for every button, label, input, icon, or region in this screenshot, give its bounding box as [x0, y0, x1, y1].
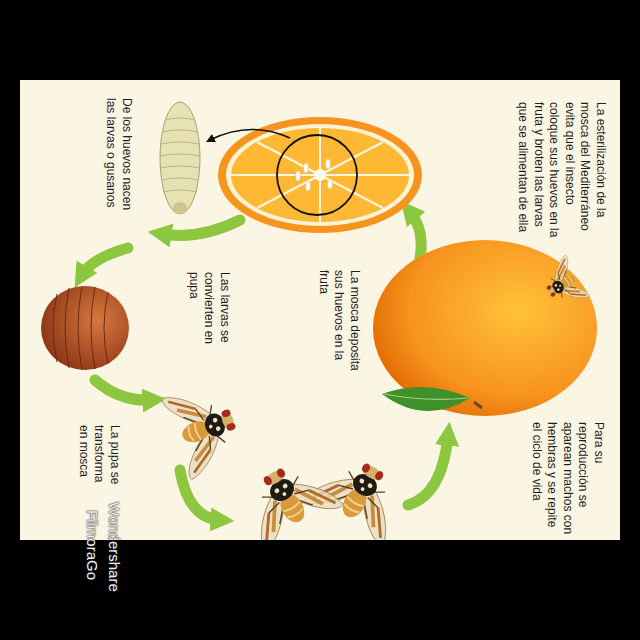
adult-fly — [161, 378, 247, 480]
stage-caption: La mosca deposita sus huevos en la fruta — [315, 270, 362, 382]
cycle-arrow — [180, 470, 220, 520]
watermark-text: FilmoraGo — [83, 510, 103, 580]
whole-orange — [373, 240, 597, 416]
mating-fly — [233, 450, 344, 540]
cycle-arrow — [410, 212, 421, 258]
eggs — [296, 159, 333, 191]
cycle-arrow — [162, 220, 240, 235]
stage-caption: La pupa se transforma en mosca — [75, 425, 122, 495]
cycle-arrow — [82, 248, 128, 275]
larva — [160, 102, 200, 214]
cut-orange — [210, 117, 422, 233]
cycle-arrow — [408, 436, 448, 505]
cycle-arrow — [95, 380, 152, 400]
stage-caption: Las larvas se convierten en pupa — [185, 272, 232, 370]
intro-note: La esterilización de la mosca del Medite… — [514, 102, 608, 238]
stage-caption: Para su reproducción se aparean machos c… — [528, 422, 606, 536]
leader-line — [210, 129, 290, 140]
fly-on-orange — [537, 255, 590, 313]
card-panel: La esterilización de la mosca del Medite… — [20, 80, 620, 540]
stage-caption: De los huevos nacen las larvas o gusanos — [103, 98, 134, 226]
highlight-ring — [277, 135, 357, 215]
pupa — [41, 286, 129, 370]
watermark-text: Wondershare — [105, 502, 125, 592]
